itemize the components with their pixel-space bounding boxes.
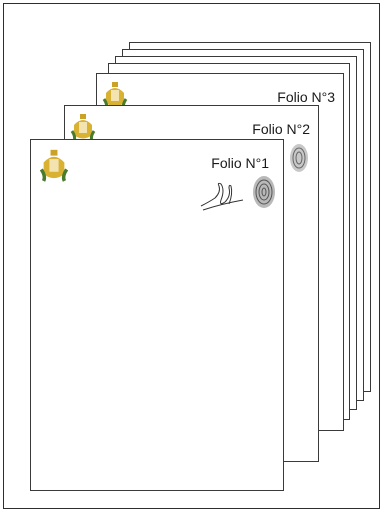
handwritten-signature xyxy=(200,182,244,211)
folio-number-label: Folio N°1 xyxy=(211,155,269,171)
folio-sheet-1: Folio N°1 xyxy=(30,139,284,491)
outer-frame: Folio N°3 Folio N°2 Folio N°1 xyxy=(3,3,380,509)
fingerprint-icon xyxy=(253,176,275,208)
coat-of-arms-seal xyxy=(39,149,69,182)
folio-number-label: Folio N°3 xyxy=(277,89,335,105)
fingerprint-icon xyxy=(290,144,308,172)
folio-number-label: Folio N°2 xyxy=(252,121,310,137)
